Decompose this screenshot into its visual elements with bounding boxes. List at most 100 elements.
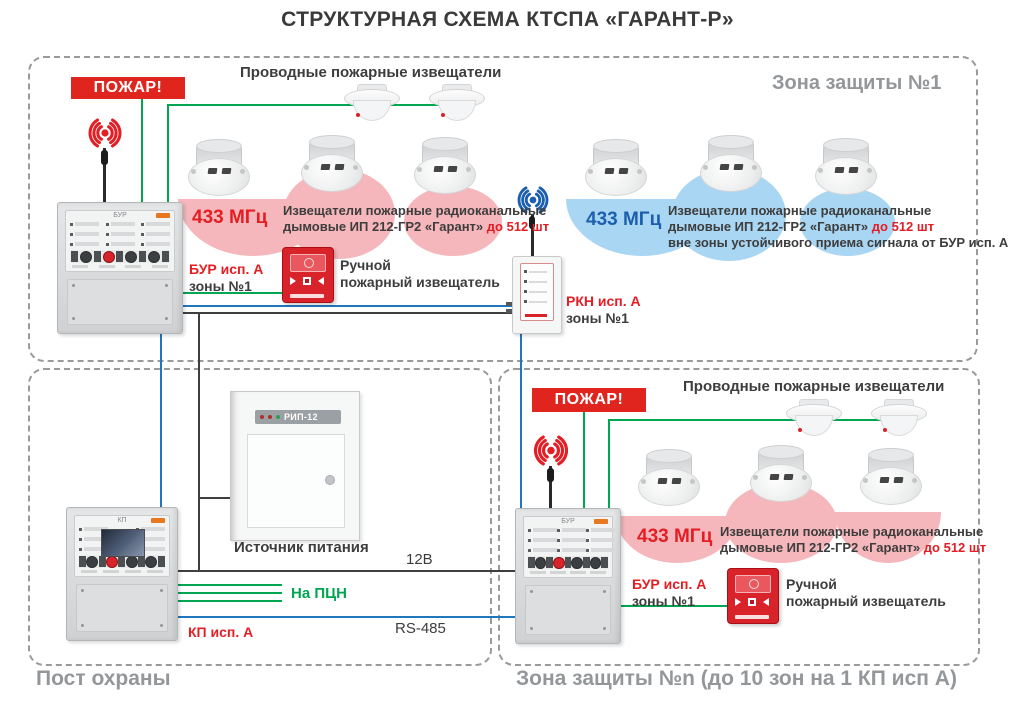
radio-smoke-detector <box>188 139 250 196</box>
bur-name-label: БУР исп. А зоны №1 <box>632 576 707 609</box>
wire-wired-loop-green <box>167 104 457 106</box>
mcp-window <box>735 575 771 593</box>
zoneN-wired-detectors-label: Проводные пожарные извещатели <box>683 378 945 395</box>
wire-manual-green <box>620 605 728 607</box>
led-indicator-rows <box>528 528 615 552</box>
radio-smoke-detector <box>750 445 812 502</box>
rkn-front-panel <box>520 263 554 321</box>
zone1-label: Зона защиты №1 <box>772 72 942 94</box>
bur-panel-title: БУР <box>561 518 575 525</box>
rkn-name-label: РКН исп. А зоны №1 <box>566 293 641 326</box>
radio-coverage-blue <box>800 188 895 256</box>
wired-smoke-detector <box>429 84 485 124</box>
wired-smoke-detector <box>786 399 842 439</box>
wire-pcn-green <box>176 600 282 602</box>
wire-12v-black <box>176 570 516 572</box>
device-door <box>525 585 611 635</box>
wire-power-black <box>198 313 200 571</box>
button-captions <box>81 570 163 573</box>
freq-433-label: 433 МГц <box>586 209 662 230</box>
freq-433-label: 433 МГц <box>192 207 268 228</box>
bur-device-zone1: БУР <box>57 202 183 334</box>
line-12v-label: 12В <box>406 551 433 568</box>
control-buttons <box>70 250 170 263</box>
wired-smoke-detector <box>871 399 927 439</box>
antenna <box>531 214 534 256</box>
psu-label-strip: РИП-12 <box>255 410 341 424</box>
antenna-tip <box>101 150 108 165</box>
radio-smoke-detector <box>638 449 700 506</box>
bur-device-zoneN: БУР <box>515 508 621 644</box>
wire-wired-loop-green <box>608 419 610 509</box>
antenna <box>103 148 106 202</box>
brand-logo <box>594 519 608 524</box>
radio-detectors-description-remote: Извещатели пожарные радиоканальные дымов… <box>668 203 1009 250</box>
guard-post-box <box>28 368 492 666</box>
bur-front-panel: БУР <box>523 516 615 578</box>
radio-smoke-detector <box>860 448 922 505</box>
line-rs485-label: RS-485 <box>395 620 446 637</box>
guard-post-label: Пост охраны <box>36 667 171 690</box>
button-captions <box>72 265 168 268</box>
bur-front-panel: БУР <box>65 210 175 272</box>
wire-pcn-green <box>176 592 282 594</box>
kp-name-label: КП исп. А <box>188 624 254 640</box>
button-captions <box>530 571 606 574</box>
fire-alarm-badge: ПОЖАР! <box>532 388 646 412</box>
wire-wired-loop-green <box>167 104 169 204</box>
led-indicator-rows <box>70 222 170 246</box>
zone1-wired-detectors-label: Проводные пожарные извещатели <box>240 64 502 81</box>
wire-rs485-blue <box>520 331 522 618</box>
antenna <box>549 466 552 508</box>
wire-psu-stub-black <box>198 497 232 499</box>
device-door <box>76 584 168 632</box>
radio-waves-icon <box>533 435 569 466</box>
power-supply-rip12: РИП-12 <box>230 391 360 541</box>
kp-display <box>101 529 145 557</box>
psu-model-label: РИП-12 <box>284 412 318 422</box>
kp-panel-title: КП <box>117 517 127 524</box>
bur-name-label: БУР исп. А зоны №1 <box>189 261 264 294</box>
device-door <box>67 279 173 325</box>
wired-smoke-detector <box>344 84 400 124</box>
radio-waves-icon <box>517 186 549 214</box>
radio-detectors-description: Извещатели пожарные радиоканальные дымов… <box>283 203 550 234</box>
radio-coverage-pink <box>404 186 502 256</box>
kp-front-panel: КП <box>74 515 170 577</box>
wire-rs485-blue <box>176 616 516 618</box>
zoneN-box <box>498 368 980 666</box>
radio-detectors-description: Извещатели пожарные радиоканальные дымов… <box>720 524 987 555</box>
control-buttons <box>528 556 608 569</box>
rkn-connector <box>506 309 512 313</box>
psu-caption: Источник питания <box>234 539 369 556</box>
wire-alarm-green <box>141 99 143 202</box>
psu-door <box>247 434 345 528</box>
antenna-tip <box>529 216 535 229</box>
brand-logo <box>156 213 170 218</box>
wire-wired-loop-green <box>608 419 900 421</box>
radio-smoke-detector <box>815 138 877 195</box>
brand-logo <box>151 518 165 523</box>
wire-manual-green <box>181 292 283 294</box>
antenna-tip <box>547 468 554 482</box>
fire-alarm-badge: ПОЖАР! <box>71 77 185 99</box>
freq-433-label: 433 МГц <box>637 526 713 547</box>
wire-pcn-green <box>176 584 282 586</box>
wire-power-black <box>179 312 513 314</box>
radio-waves-icon <box>88 118 122 148</box>
mcp-window <box>290 254 326 272</box>
manual-detector-label: Ручной пожарный извещатель <box>786 576 946 609</box>
manual-call-point <box>727 568 779 624</box>
manual-call-point <box>282 247 334 303</box>
line-pcn-label: На ПЦН <box>291 585 347 602</box>
zoneN-label: Зона защиты №n (до 10 зон на 1 КП исп А) <box>516 667 957 690</box>
kp-device: КП <box>66 507 178 641</box>
radio-smoke-detector <box>585 139 647 196</box>
bur-panel-title: БУР <box>113 212 127 219</box>
wire-rs485-blue <box>160 330 162 508</box>
control-buttons <box>79 555 165 568</box>
wire-alarm-green <box>583 412 585 508</box>
wire-rs485-blue <box>179 305 513 307</box>
page-title: СТРУКТУРНАЯ СХЕМА КТСПА «ГАРАНТ-Р» <box>281 8 734 31</box>
